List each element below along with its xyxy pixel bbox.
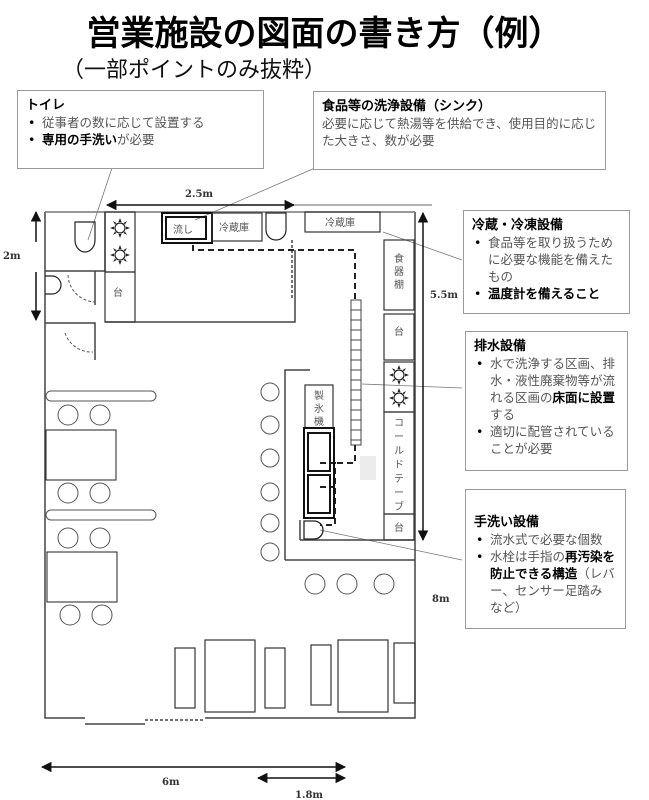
callout-drainage-item: 水で洗浄する区画、排水・液性廃棄物等が流れる区画の床面に設置する (474, 355, 619, 423)
cold-table-label: コールドテーブ (394, 418, 404, 513)
fridge-2 (304, 211, 381, 233)
dish-shelf-label: 食器棚 (394, 252, 404, 291)
fridge-2-label: 冷蔵庫 (325, 216, 355, 229)
callout-drainage-item: 適切に配管されていることが必要 (474, 423, 619, 457)
left-seating (45, 390, 157, 626)
counter-1-label: 台 (113, 286, 123, 299)
callout-refrigeration: 冷蔵・冷凍設備 食品等を取り扱うために必要な機能を備えたもの 温度計を備えること (463, 210, 630, 314)
counter-1 (104, 271, 136, 323)
counter-2-label: 台 (394, 325, 404, 338)
bar-sink-1 (307, 432, 331, 472)
callout-handwash: 手洗い設備 流水式で必要な個数 水栓は手指の再汚染を防止できる構造（レバー、セン… (465, 489, 626, 629)
dim-top-width: 2.5m (185, 189, 213, 200)
page-title: 営業施設の図面の書き方（例） (86, 14, 563, 54)
dim-total-height: 8m (432, 594, 450, 605)
callout-sink-body: 必要に応じて熱湯等を供給でき、使用目的に応じた大きさ、数が必要 (322, 116, 597, 148)
ice-machine-label: 製氷機 (314, 389, 324, 428)
handwash-basin-1 (265, 212, 287, 241)
page-subtitle: （一部ポイントのみ抜粋） (62, 58, 327, 83)
counter-3-label: 台 (394, 521, 404, 534)
leader-lines (87, 167, 463, 561)
counter-2 (383, 313, 415, 361)
bar-sink-2 (307, 474, 331, 514)
burner-icon (388, 387, 410, 409)
dish-shelf (383, 239, 415, 311)
dimension-lines (30, 199, 432, 784)
leader-toilet (87, 167, 113, 241)
callout-refrigeration-item: 食品等を取り扱うために必要な機能を備えたもの (472, 234, 621, 285)
callout-drainage-heading: 排水設備 (474, 339, 527, 354)
leader-handwash (319, 529, 463, 561)
drain-gutter (350, 299, 362, 446)
counter-3 (383, 513, 415, 541)
callout-toilet-item: 従事者の数に応じて設置する (26, 114, 255, 131)
bottom-seating (174, 639, 416, 713)
dim-bottom-width: 6m (162, 777, 180, 788)
burner-icon (109, 217, 131, 239)
fridge-1-label: 冷蔵庫 (219, 221, 249, 234)
burner-icon (388, 364, 410, 386)
door-swings (64, 274, 96, 353)
callout-toilet: トイレ 従事者の数に応じて設置する 専用の手洗いが必要 (17, 90, 264, 169)
handwash-basin-2 (303, 520, 324, 540)
callout-handwash-item: 水栓は手指の再汚染を防止できる構造（レバー、センサー足踏み など） (474, 548, 617, 616)
callout-handwash-item: 流水式で必要な個数 (474, 531, 617, 548)
floor-drain (360, 456, 376, 480)
callout-refrigeration-heading: 冷蔵・冷凍設備 (472, 218, 564, 233)
sink (165, 216, 207, 240)
callout-toilet-item: 専用の手洗いが必要 (26, 131, 255, 148)
callout-sink: 食品等の洗浄設備（シンク） 必要に応じて熱湯等を供給でき、使用目的に応じた大きさ… (313, 91, 606, 170)
dim-left-height: 2m (3, 251, 21, 262)
callout-handwash-heading: 手洗い設備 (474, 515, 540, 530)
callout-refrigeration-item: 温度計を備えること (472, 285, 621, 302)
leader-drainage (361, 383, 463, 389)
callout-toilet-heading: トイレ (26, 98, 66, 113)
sink-label: 流し (173, 223, 193, 236)
bar-stools (260, 382, 395, 595)
walls (44, 211, 416, 725)
callout-drainage: 排水設備 水で洗浄する区画、排水・液性廃棄物等が流れる区画の床面に設置する 適切… (465, 331, 628, 471)
burner-icon (109, 244, 131, 266)
dim-right-height: 5.5m (430, 290, 458, 301)
bar-sink-outer (303, 427, 335, 519)
dim-bottom-counter: 1.8m (295, 790, 323, 800)
toilet-bowl-1 (74, 221, 96, 253)
callout-sink-heading: 食品等の洗浄設備（シンク） (322, 99, 492, 114)
toilet-bowl-2 (45, 275, 62, 295)
fridge-1 (211, 212, 263, 242)
